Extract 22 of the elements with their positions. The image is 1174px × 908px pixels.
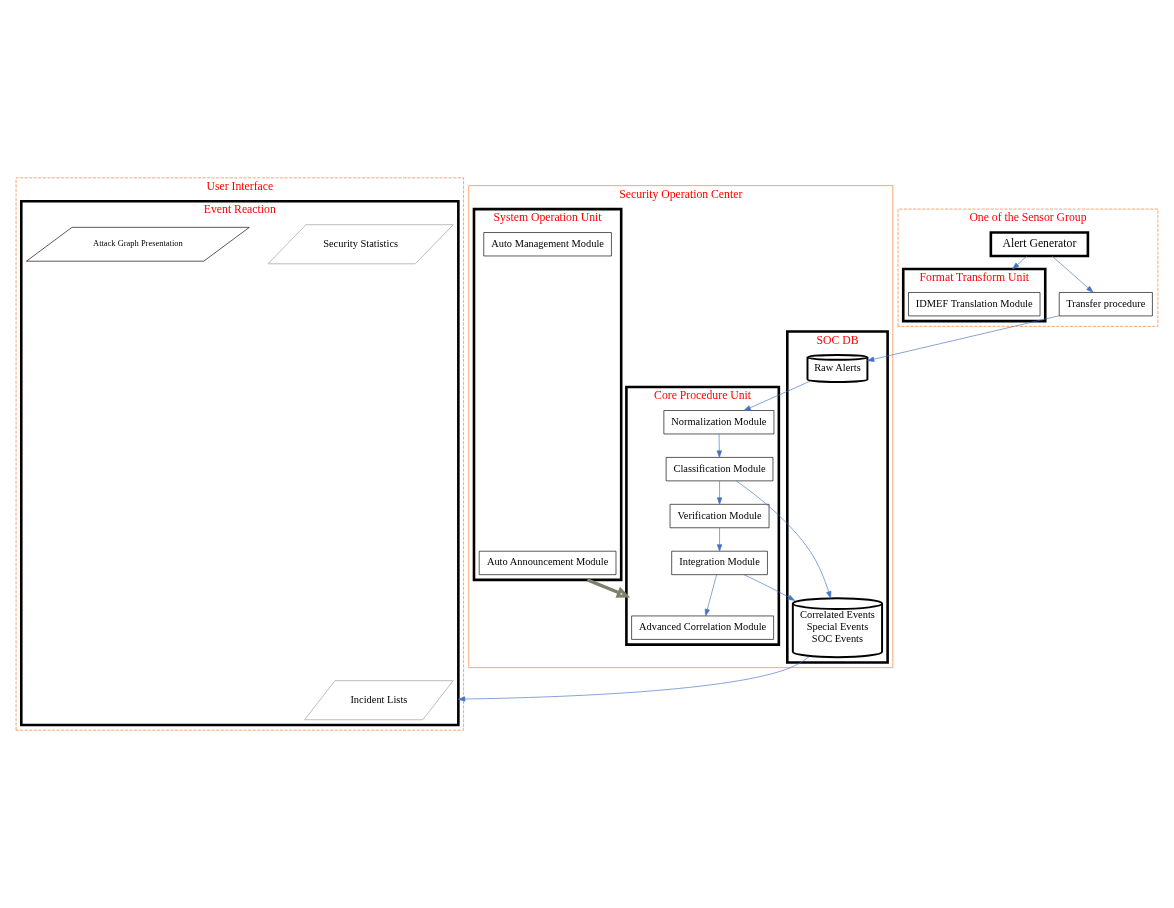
node-box: Integration Module xyxy=(671,550,768,575)
arrow xyxy=(736,480,832,599)
arrow xyxy=(586,578,631,598)
node-box: Normalization Module xyxy=(663,410,775,435)
arrow xyxy=(743,380,811,411)
node-box: Alert Generator xyxy=(989,231,1090,258)
node-box: Advanced Correlation Module xyxy=(631,615,774,640)
arrow xyxy=(458,656,810,702)
arrow xyxy=(867,315,1060,362)
node-box: IDMEF Translation Module xyxy=(908,292,1041,317)
arrow xyxy=(743,574,795,601)
node-box: Auto Announcement Module xyxy=(478,550,617,575)
arrow xyxy=(1051,255,1094,293)
arrow xyxy=(716,433,722,458)
arrow xyxy=(1012,255,1028,270)
arrow xyxy=(716,480,723,505)
arrow xyxy=(704,574,717,617)
node-box: Auto Management Module xyxy=(483,232,612,257)
node-box: Classification Module xyxy=(665,457,774,482)
node-box: Verification Module xyxy=(669,504,770,529)
arrow xyxy=(716,527,723,552)
node-box: Transfer procedure xyxy=(1058,292,1153,317)
